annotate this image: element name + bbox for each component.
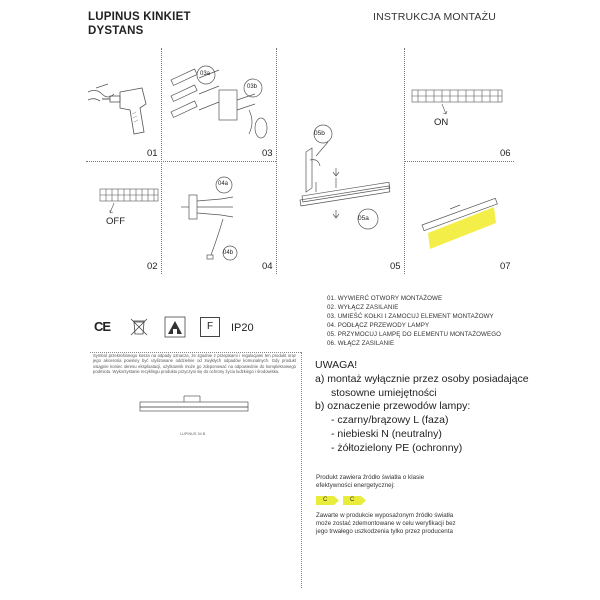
energy-line: Produkt zawiera źródło światła o klasie	[316, 474, 425, 481]
callout-05a: 05a	[358, 215, 369, 222]
wiring-illustration	[181, 176, 238, 261]
energy-class-text: Produkt zawiera źródło światła o klasie …	[316, 474, 424, 490]
title-line-1: LUPINUS KINKIET	[88, 11, 191, 23]
warning-line: a) montaż wyłącznie przez osoby posiadaj…	[315, 372, 529, 385]
ce-mark: CE	[94, 319, 111, 334]
warning-line: b) oznaczenie przewodów lampy:	[315, 400, 471, 413]
lamp-mount-illustration	[299, 124, 391, 230]
ip-rating: IP20	[231, 322, 254, 334]
step-item: 03. UMIEŚĆ KOŁKI I ZAMOCUJ ELEMENT MONTA…	[327, 312, 494, 320]
grid-divider	[276, 48, 277, 274]
step-item: 05. PRZYMOCUJ LAMPĘ DO ELEMENTU MONTAŻOW…	[327, 330, 502, 338]
instruction-grid: 01 03a 03b 03	[86, 48, 514, 274]
callout-05b: 05b	[314, 130, 325, 137]
power-status-on: ON	[434, 117, 449, 128]
grid-divider	[404, 161, 514, 162]
warning-block: UWAGA! a) montaż wyłącznie przez osoby p…	[315, 359, 529, 456]
panel-07: 07	[404, 161, 514, 274]
callout-04b: 04b	[223, 250, 234, 256]
callout-03a: 03a	[200, 71, 211, 77]
callout-04a: 04a	[218, 181, 229, 187]
f-mark-label: F	[206, 321, 214, 332]
step-item: 04. PODŁĄCZ PRZEWODY LAMPY	[327, 321, 430, 329]
warning-line: stosowne umiejętności	[331, 386, 437, 399]
panel-01: 01	[86, 48, 161, 161]
panel-03: 03a 03b 03	[161, 48, 276, 161]
step-item: 01. WYWIERĆ OTWORY MONTAŻOWE	[327, 295, 443, 302]
note-line: jego trwałego uszkodzenia tylko przez pr…	[316, 528, 453, 535]
panel-number: 07	[500, 261, 511, 272]
terminal-on-illustration	[411, 89, 503, 115]
drill-illustration	[87, 83, 147, 135]
panel-05: 05b 05a 05	[276, 48, 404, 274]
energy-class-badge	[316, 496, 339, 505]
disposal-notice: Symbol przekreślonego kosza na odpady oz…	[93, 353, 296, 375]
panel-04: 04a 04b 04	[161, 161, 276, 274]
drawing-label: LUPINUS 34 B	[180, 432, 206, 436]
light-source-note: Zawarte w produkcie wyposażonym źródło ś…	[316, 512, 511, 536]
section-divider	[90, 352, 301, 353]
warning-line: - niebieski N (neutralny)	[331, 427, 442, 440]
panel-number: 06	[500, 148, 511, 159]
energy-class-badge-label: C	[350, 497, 355, 503]
note-line: może zostać zdemontowane w celu weryfika…	[316, 520, 456, 527]
panel-02: OFF 02	[86, 161, 161, 274]
lamp-drawing	[139, 395, 249, 412]
warning-line: - żółtozielony PE (ochronny)	[331, 441, 463, 454]
title-line-2: DYSTANS	[88, 25, 144, 37]
panel-number: 03	[262, 148, 273, 159]
energy-class-badge-label: C	[323, 497, 328, 503]
panel-number: 05	[390, 261, 401, 272]
callout-03b: 03b	[247, 84, 258, 90]
warning-heading: UWAGA!	[315, 359, 358, 371]
step-item: 02. WYŁĄCZ ZASILANIE	[327, 303, 399, 311]
energy-line: efektywności energetycznej:	[316, 482, 395, 489]
panel-number: 04	[262, 261, 273, 272]
panel-number: 01	[147, 148, 158, 159]
anchors-illustration	[170, 65, 268, 139]
step-item: 06. WŁĄCZ ZASILANIE	[327, 339, 395, 347]
grid-divider	[86, 161, 276, 162]
lit-lamp-illustration	[421, 197, 498, 249]
step-list: 01. WYWIERĆ OTWORY MONTAŻOWE 02. WYŁĄCZ …	[327, 295, 501, 348]
section-divider	[301, 352, 302, 588]
indoor-use-icon	[164, 316, 186, 338]
f-mark: F	[200, 317, 220, 337]
warning-line: - czarny/brązowy L (faza)	[331, 414, 449, 427]
panel-number: 02	[147, 261, 158, 272]
product-title: LUPINUS KINKIET DYSTANS	[88, 10, 191, 38]
weee-bin-icon	[130, 318, 148, 336]
panel-06: ON 06	[404, 48, 514, 161]
terminal-off-illustration	[99, 188, 159, 214]
energy-class-badge	[343, 496, 366, 505]
document-subtitle: INSTRUKCJA MONTAŻU	[373, 11, 496, 23]
power-status-off: OFF	[106, 216, 125, 227]
note-line: Zawarte w produkcie wyposażonym źródło ś…	[316, 512, 454, 519]
